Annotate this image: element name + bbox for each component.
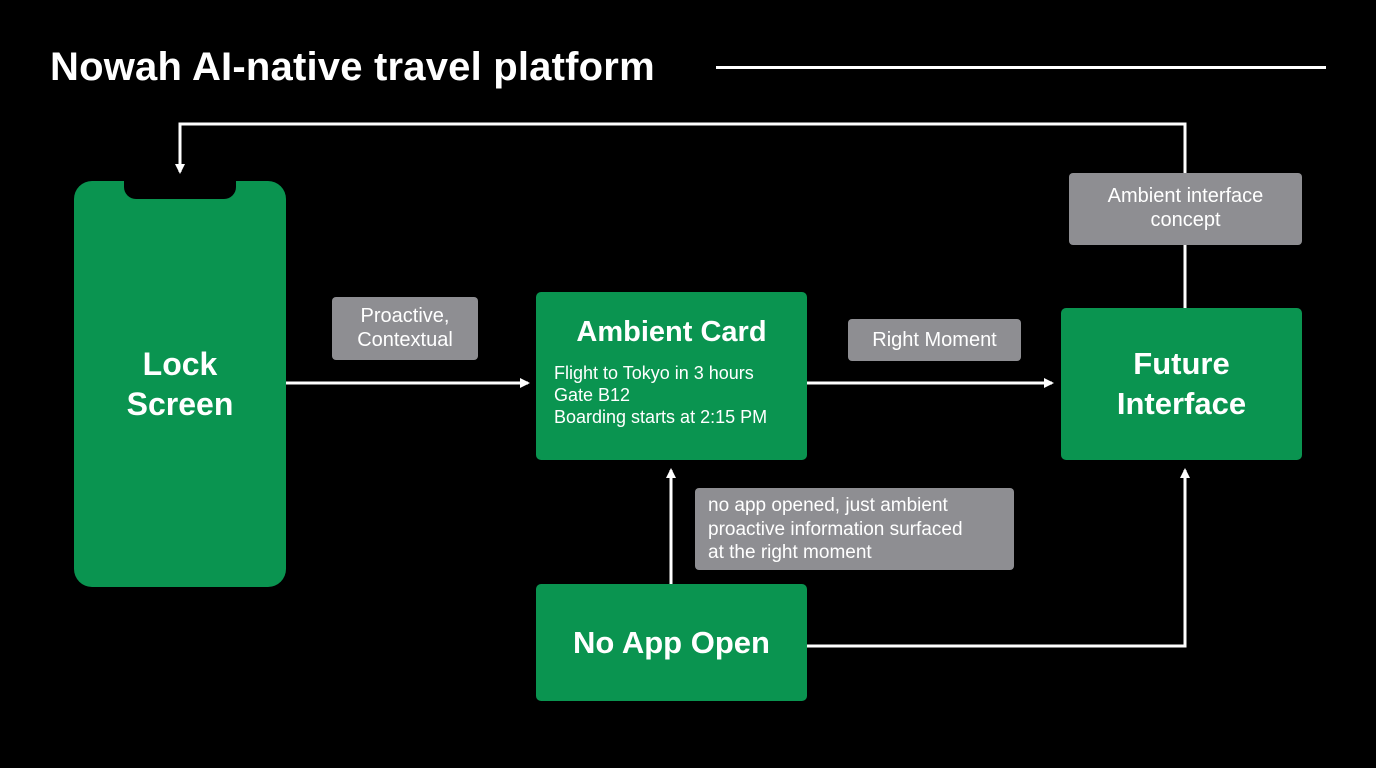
- no-app-open-node: No App Open: [536, 584, 807, 701]
- lock-screen-label-line1: Lock: [142, 346, 218, 382]
- edge-label-no-app-note: no app opened, just ambient proactive in…: [695, 488, 1014, 570]
- phone-notch: [124, 179, 236, 199]
- ambient-card-line-flight: Flight to Tokyo in 3 hours: [554, 363, 754, 383]
- edge-label-ambient-interface-line2: concept: [1150, 209, 1221, 231]
- future-interface-label: Future Interface: [1117, 344, 1246, 424]
- edge-label-proactive: Proactive, Contextual: [332, 297, 478, 360]
- edge-future-to-lock: [175, 122, 1187, 308]
- ambient-card-title: Ambient Card: [576, 316, 767, 348]
- edge-label-proactive-line1: Proactive,: [360, 305, 450, 327]
- edge-label-ambient-interface-line1: Ambient interface: [1107, 185, 1264, 207]
- edge-label-proactive-line2: Contextual: [357, 329, 453, 351]
- future-interface-node: Future Interface: [1061, 308, 1302, 460]
- lock-screen-node: Lock Screen: [74, 179, 286, 587]
- future-interface-label-line2: Interface: [1116, 386, 1247, 421]
- page-title: Nowah AI-native travel platform: [50, 45, 655, 89]
- edge-label-no-app-note-line2: proactive information surfaced: [708, 518, 963, 540]
- edge-label-ambient-interface: Ambient interface concept: [1069, 173, 1302, 245]
- lock-screen-label-line2: Screen: [126, 386, 234, 422]
- lock-screen-label: Lock Screen: [100, 344, 260, 424]
- edge-label-no-app-note-line3: at the right moment: [708, 542, 872, 563]
- ambient-card-line-boarding: Boarding starts at 2:15 PM: [554, 407, 768, 427]
- edge-label-right-moment: Right Moment: [848, 319, 1021, 361]
- edge-label-no-app-note-line1: no app opened, just ambient: [708, 495, 948, 516]
- no-app-open-label: No App Open: [573, 624, 770, 660]
- ambient-card-line-gate: Gate B12: [554, 385, 631, 405]
- edge-noapp-to-future: [807, 468, 1190, 648]
- ambient-card-node: Ambient Card Flight to Tokyo in 3 hours …: [536, 292, 807, 460]
- future-interface-label-line1: Future: [1133, 346, 1230, 381]
- title-divider: [716, 66, 1326, 69]
